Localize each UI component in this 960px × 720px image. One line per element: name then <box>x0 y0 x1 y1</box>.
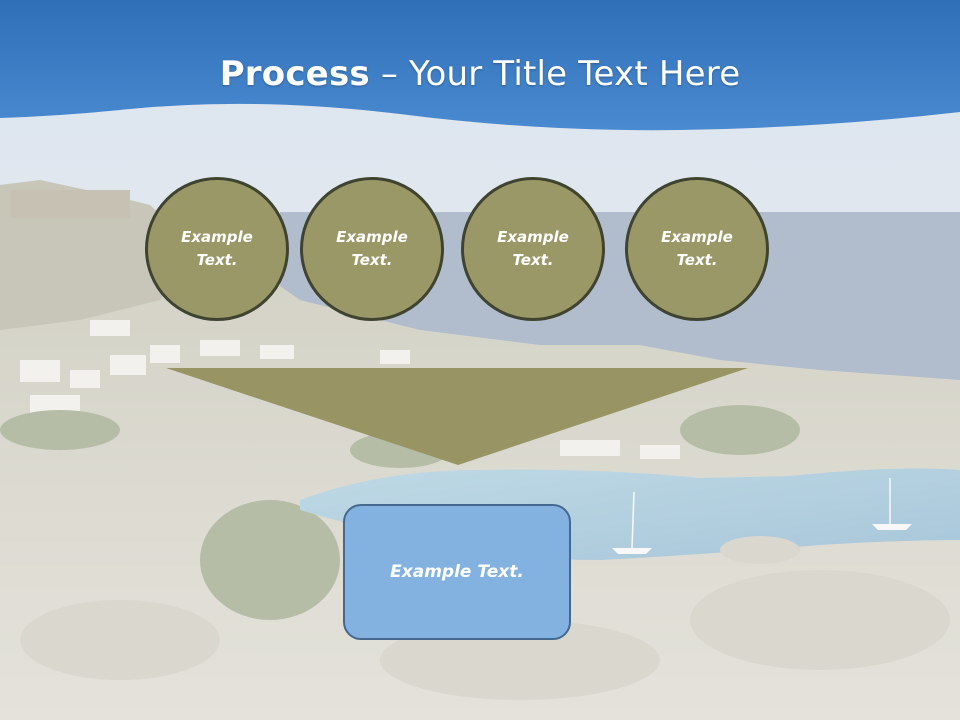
step-label: Example Text. <box>336 228 408 269</box>
step-label: Example Text. <box>497 228 569 269</box>
header-band <box>0 0 960 131</box>
step-label: Example Text. <box>181 228 253 269</box>
step-circle-3[interactable]: Example Text. <box>461 177 605 321</box>
step-label: Example Text. <box>661 228 733 269</box>
result-box[interactable]: Example Text. <box>343 504 571 640</box>
slide-title: Process – Your Title Text Here <box>0 52 960 96</box>
step-circle-4[interactable]: Example Text. <box>625 177 769 321</box>
step-circle-2[interactable]: Example Text. <box>300 177 444 321</box>
title-rest: – Your Title Text Here <box>369 54 741 94</box>
title-bold: Process <box>219 54 370 94</box>
step-circle-1[interactable]: Example Text. <box>145 177 289 321</box>
result-label: Example Text. <box>390 562 524 582</box>
